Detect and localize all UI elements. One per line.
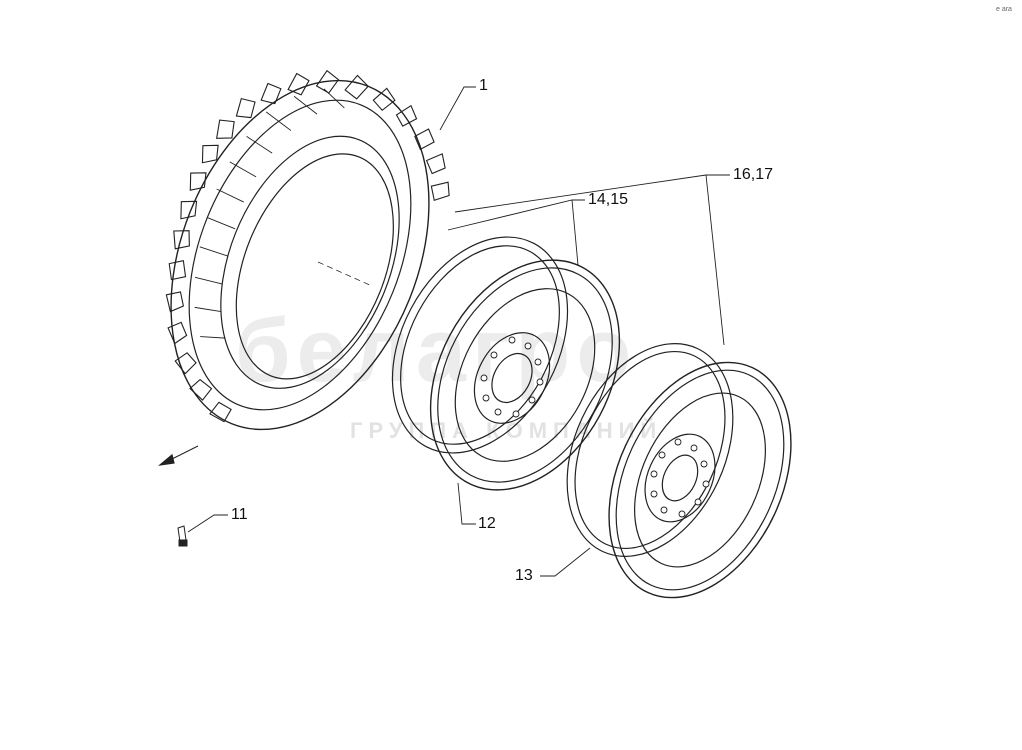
rim-12 [391, 236, 621, 491]
callout-14-15: 14,15 [588, 191, 629, 208]
callout-1: 1 [479, 77, 488, 94]
callout-13: 13 [515, 567, 533, 584]
callout-16-17: 16,17 [733, 166, 774, 183]
rim-13 [566, 343, 792, 599]
corner-mark: e ara [996, 6, 1012, 13]
callout-11: 11 [231, 506, 248, 523]
direction-arrow-icon [157, 445, 199, 466]
tire [165, 69, 450, 431]
watermark-subtitle: ГРУППА КОМПАНИЙ [350, 418, 663, 443]
callout-12: 12 [478, 515, 496, 532]
bolt-11 [177, 525, 188, 547]
